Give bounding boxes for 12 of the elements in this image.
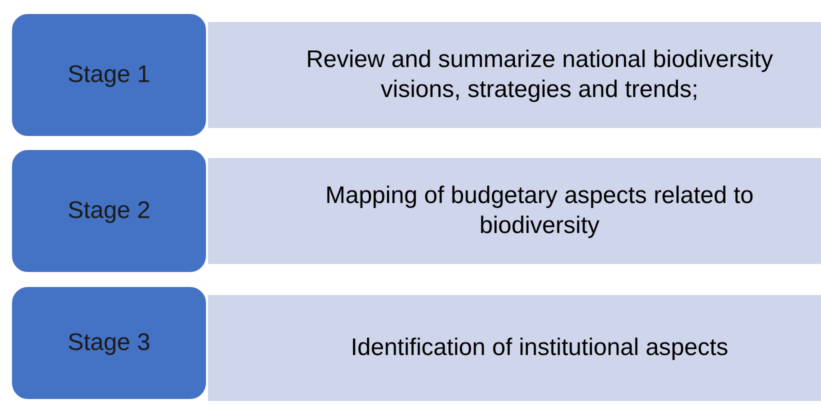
description-bar — [208, 295, 821, 401]
description-bar — [208, 22, 821, 128]
description-text: Review and summarize national biodiversity visions, strategies and trends; — [305, 45, 774, 105]
stage-label: Stage 1 — [68, 60, 150, 90]
stage-box — [10, 148, 208, 274]
stage-label: Stage 2 — [68, 196, 150, 226]
stage-box — [10, 12, 208, 138]
description-text: Mapping of budgetary aspects related to biodiversity — [324, 181, 755, 241]
stage-label: Stage 3 — [68, 328, 150, 358]
description-bar — [208, 158, 821, 264]
stage-box — [10, 285, 208, 401]
description-text: Identification of institutional aspects — [350, 333, 728, 363]
